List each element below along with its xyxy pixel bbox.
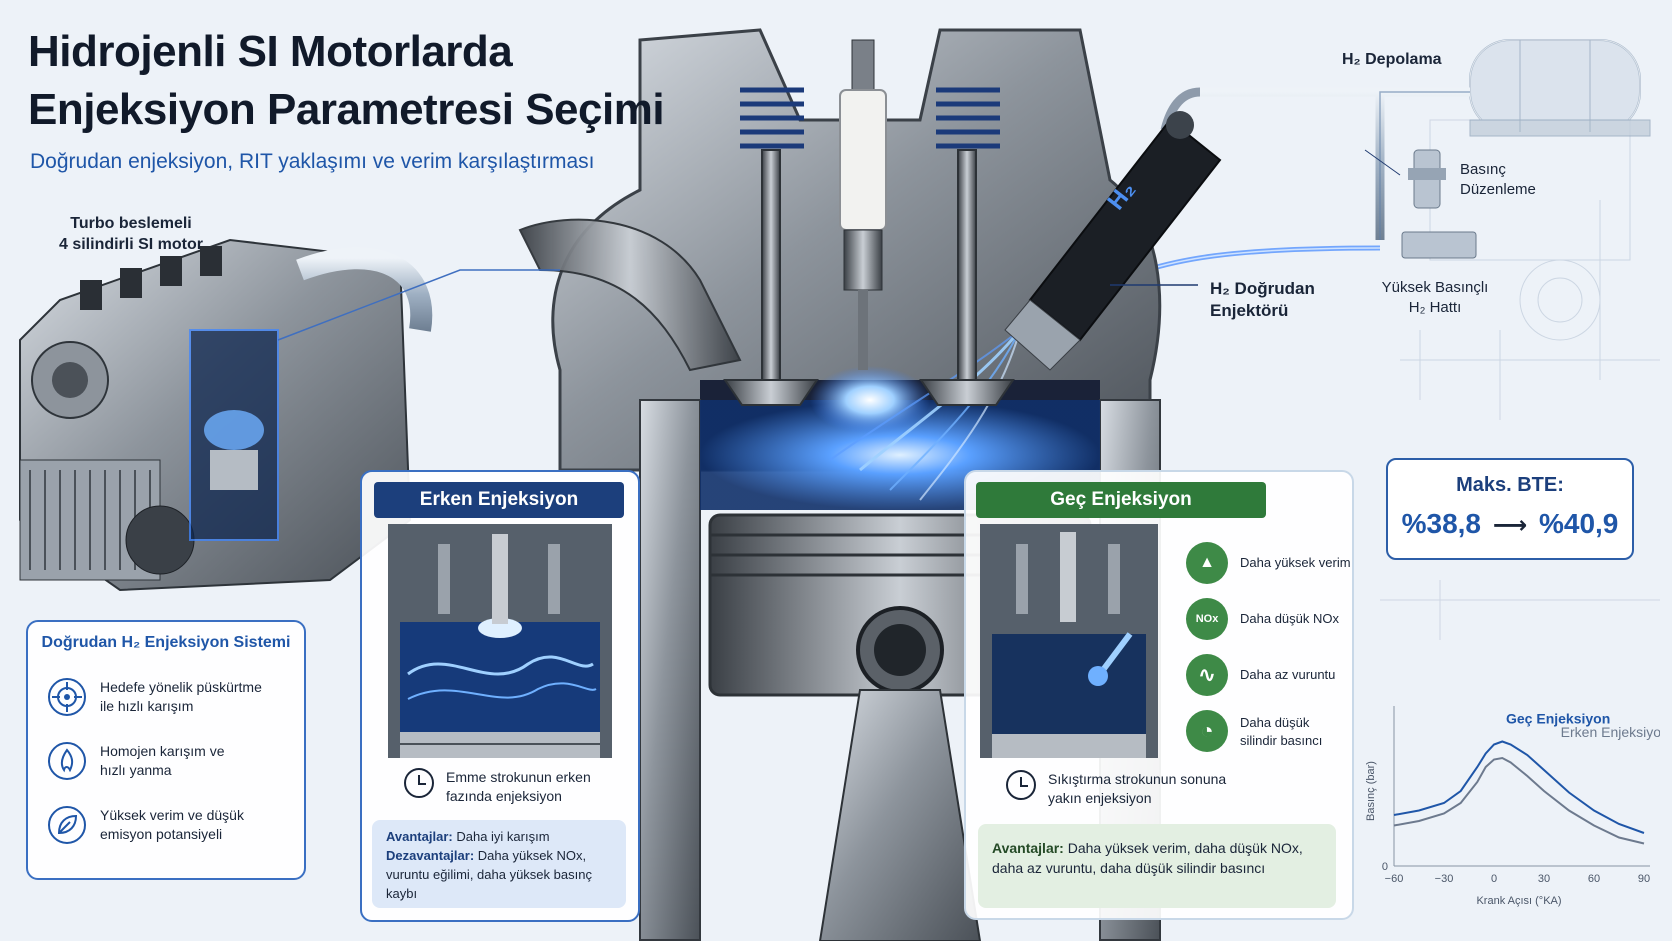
engine-label: Turbo beslemeli 4 silindirli SI motor <box>46 214 216 256</box>
bte-to: %40,9 <box>1538 508 1619 539</box>
y-tick-label: 0 <box>1382 861 1388 873</box>
late-benefit-3-line-1: Daha az vuruntu <box>1240 667 1336 682</box>
late-injection-image <box>980 524 1158 758</box>
system-item-2-line-2: hızlı yanma <box>100 761 172 778</box>
engine-label-line-1: Turbo beslemeli <box>70 215 192 232</box>
early-adv-text: Daha iyi karışım <box>456 829 550 844</box>
regulator-label-line-2: Düzenleme <box>1460 180 1536 198</box>
late-benefit-3: Daha az vuruntu <box>1240 666 1335 684</box>
engine-model <box>19 238 433 592</box>
chart-axes <box>1393 706 1650 867</box>
leaf-icon <box>48 806 86 844</box>
x-tick-label: −60 <box>1385 873 1404 885</box>
system-item-1-line-1: Hedefe yönelik püskürtme <box>100 679 262 695</box>
x-axis-label: Krank Açısı (°KA) <box>1476 895 1561 907</box>
legend-label-2: Erken Enjeksiyon <box>1561 724 1660 740</box>
early-timing-line-1: Emme strokunun erken <box>446 769 591 785</box>
early-dis-text-2: vuruntu eğilimi, daha yüksek basınç kayb… <box>386 866 592 901</box>
injector-label: H₂ Doğrudan Enjektörü <box>1210 278 1315 322</box>
early-timing: Emme strokunun erken fazında enjeksiyon <box>446 768 591 806</box>
series-line-1 <box>1393 740 1645 834</box>
late-timing: Sıkıştırma strokunun sonuna yakın enjeks… <box>1048 770 1226 808</box>
late-benefit-1: Daha yüksek verim <box>1240 554 1351 572</box>
early-injection-image <box>388 524 612 758</box>
system-item-3: Yüksek verim ve düşük emisyon potansiyel… <box>100 806 244 844</box>
early-injection-title: Erken Enjeksiyon <box>374 482 624 518</box>
late-benefit-2: Daha düşük NOx <box>1240 610 1339 628</box>
x-tick-label: 30 <box>1538 873 1550 885</box>
x-tick-label: 0 <box>1491 873 1497 885</box>
regulator-label-line-1: Basınç <box>1460 161 1506 178</box>
storage-label: H₂ Depolama <box>1342 51 1442 68</box>
early-adv-label: Avantajlar: <box>386 829 453 844</box>
late-adv-label: Avantajlar: <box>992 840 1064 856</box>
late-timing-line-1: Sıkıştırma strokunun sonuna <box>1048 771 1227 787</box>
system-item-1-line-2: ile hızlı karışım <box>100 697 194 714</box>
early-timing-line-2: fazında enjeksiyon <box>446 787 562 804</box>
injector-label-line-2: Enjektörü <box>1210 301 1289 321</box>
system-item-2: Homojen karışım ve hızlı yanma <box>100 742 224 780</box>
y-axis-label: Basınç (bar) <box>1365 761 1377 821</box>
early-pros-cons: Avantajlar: Daha iyi karışım Dezavantajl… <box>372 820 626 908</box>
flame-icon <box>48 742 86 780</box>
late-benefit-4-line-1: Daha düşük <box>1240 715 1310 730</box>
regulator-label: Basınç Düzenleme <box>1460 160 1536 199</box>
clock-icon <box>404 768 434 798</box>
late-injection-card: Geç Enjeksiyon ▲ Daha yüksek verim NOx D… <box>964 470 1354 920</box>
x-tick-label: −30 <box>1435 873 1454 885</box>
late-benefit-2-line-1: Daha düşük NOx <box>1240 611 1339 626</box>
late-adv-text-2: daha az vuruntu, daha düşük silindir bas… <box>992 860 1266 877</box>
injector-label-line-1: H₂ Doğrudan <box>1210 279 1315 298</box>
system-item-3-line-1: Yüksek verim ve düşük <box>100 807 244 823</box>
x-tick-label: 90 <box>1638 873 1650 885</box>
target-icon <box>48 678 86 716</box>
early-dis-text-1: Daha yüksek NOx, <box>477 847 587 863</box>
h2-injector-body <box>1004 111 1222 371</box>
h2-line-label: Yüksek Basınçlı H₂ Hattı <box>1380 278 1490 317</box>
system-item-2-line-1: Homojen karışım ve <box>100 743 225 759</box>
h2-line-label-line-1: Yüksek Basınçlı <box>1381 279 1489 296</box>
early-injection-card: Erken Enjeksiyon Emme strokunun erken fa… <box>360 470 640 922</box>
series-line-2 <box>1393 756 1645 845</box>
h2-line-label-line-2: H₂ Hattı <box>1408 298 1462 316</box>
nox-icon: NOx <box>1186 598 1228 640</box>
late-adv-text-1: Daha yüksek verim, daha düşük NOx, <box>1067 840 1303 856</box>
late-advantages: Avantajlar: Daha yüksek verim, daha düşü… <box>978 824 1336 908</box>
arrow-right-icon: ⟶ <box>1492 512 1528 539</box>
system-box-title: Doğrudan H₂ Enjeksiyon Sistemi <box>41 634 291 651</box>
page-title-line-2: Enjeksiyon Parametresi Seçimi <box>28 85 665 134</box>
late-injection-title: Geç Enjeksiyon <box>976 482 1266 518</box>
direct-injection-system-box: Doğrudan H₂ Enjeksiyon Sistemi Hedefe yö… <box>26 620 306 880</box>
chart-series <box>1393 740 1645 845</box>
page-subtitle: Doğrudan enjeksiyon, RIT yaklaşımı ve ve… <box>30 150 595 173</box>
system-item-3-line-2: emisyon potansiyeli <box>100 825 223 842</box>
bar-chart-icon: ▲ <box>1186 542 1228 584</box>
late-benefit-4: Daha düşük silindir basıncı <box>1240 714 1322 749</box>
clock-icon <box>1006 770 1036 800</box>
bte-label: Maks. BTE: <box>1456 474 1564 496</box>
bte-from: %38,8 <box>1401 508 1482 539</box>
gauge-icon: ◔ <box>1186 710 1228 752</box>
pressure-regulator <box>1401 149 1477 259</box>
bte-values: %38,8 ⟶ %40,9 <box>1388 508 1632 540</box>
early-dis-label: Dezavantajlar: <box>386 847 475 863</box>
late-timing-line-2: yakın enjeksiyon <box>1048 789 1152 806</box>
h2-tank <box>1469 39 1651 137</box>
late-benefit-1-line-1: Daha yüksek verim <box>1240 555 1351 570</box>
legend-label-1: Geç Enjeksiyon <box>1506 711 1610 727</box>
x-tick-label: 60 <box>1588 873 1600 885</box>
page-title-line-1: Hidrojenli SI Motorlarda <box>28 27 513 76</box>
engine-label-line-2: 4 silindirli SI motor <box>58 235 204 253</box>
wave-icon: ∿ <box>1186 654 1228 696</box>
late-benefit-4-line-2: silindir basıncı <box>1240 732 1323 748</box>
system-item-1: Hedefe yönelik püskürtme ile hızlı karış… <box>100 678 262 716</box>
max-bte-box: Maks. BTE: %38,8 ⟶ %40,9 <box>1386 458 1634 560</box>
